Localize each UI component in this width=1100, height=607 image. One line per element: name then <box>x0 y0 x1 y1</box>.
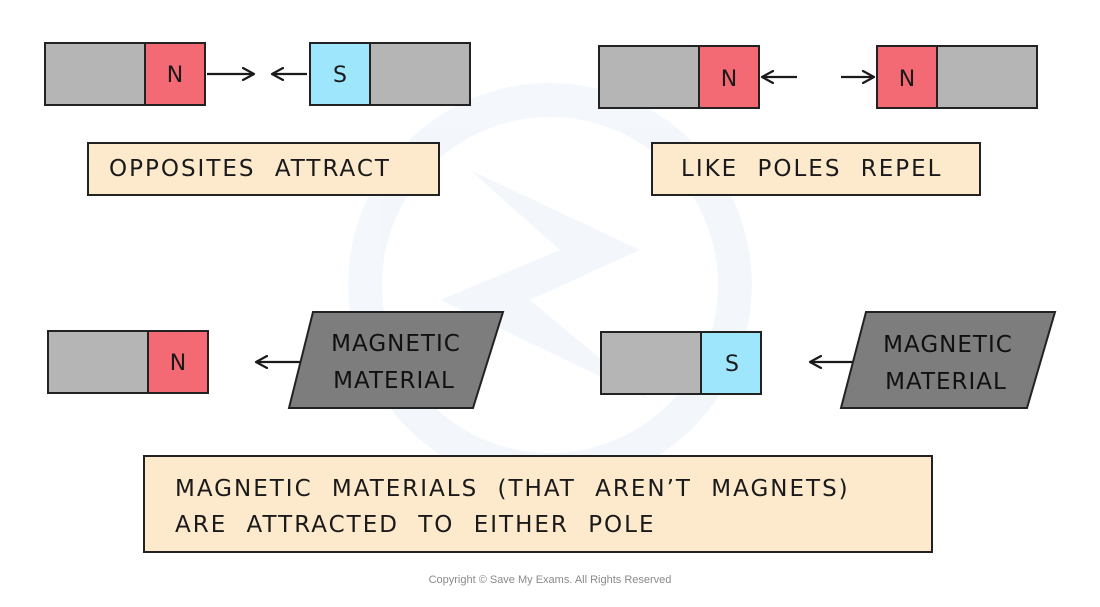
svg-text:MAGNETIC: MAGNETIC <box>331 331 461 357</box>
pole-label: N <box>721 67 737 92</box>
pole-label: N <box>170 351 186 376</box>
attract-magnet-right: S <box>309 42 471 106</box>
repel-magnet-right: N <box>876 45 1038 109</box>
caption-like-poles-repel: LIKE POLES REPEL <box>651 142 981 196</box>
copyright-notice: Copyright © Save My Exams. All Rights Re… <box>428 574 672 586</box>
south-pole <box>700 331 762 395</box>
caption-line-2: ARE ATTRACTED TO EITHER POLE <box>175 512 656 538</box>
caption-opposites-attract: OPPOSITES ATTRACT <box>87 142 440 196</box>
attract-magnet-left: N <box>44 42 206 106</box>
material-magnet-north: N <box>47 330 209 394</box>
svg-text:MAGNETIC: MAGNETIC <box>883 332 1013 358</box>
magnetic-material-block: MAGNETIC MATERIAL <box>287 311 505 409</box>
repel-magnet-left: N <box>598 45 760 109</box>
material-magnet-south: S <box>600 331 762 395</box>
svg-text:MATERIAL: MATERIAL <box>885 369 1007 395</box>
pole-label: S <box>333 63 347 88</box>
caption-magnetic-materials: MAGNETIC MATERIALS (THAT AREN’T MAGNETS)… <box>143 455 933 553</box>
caption-line-1: MAGNETIC MATERIALS (THAT AREN’T MAGNETS) <box>175 476 850 502</box>
svg-text:MATERIAL: MATERIAL <box>333 368 455 394</box>
north-pole <box>147 330 209 394</box>
north-pole <box>698 45 760 109</box>
magnetic-material-block: MAGNETIC MATERIAL <box>839 311 1057 409</box>
pole-label: N <box>899 67 915 92</box>
north-pole <box>144 42 206 106</box>
pole-label: S <box>725 352 739 377</box>
north-pole <box>876 45 938 109</box>
pole-label: N <box>167 63 183 88</box>
